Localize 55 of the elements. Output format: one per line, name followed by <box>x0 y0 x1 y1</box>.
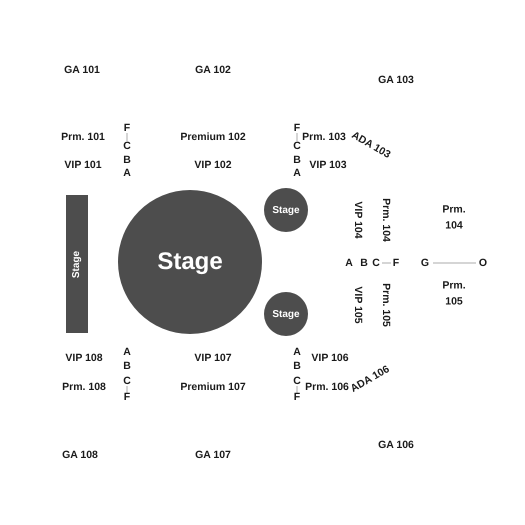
section-label: VIP 106 <box>311 352 349 364</box>
section-label: Prm. 105 <box>441 278 467 310</box>
row-letter: A <box>293 167 301 179</box>
row-letter: A <box>123 346 131 358</box>
stage-label: Stage <box>157 248 223 276</box>
section-label: GA 106 <box>378 439 414 451</box>
section-label: Premium 107 <box>180 381 246 393</box>
section-label: Prm. 105 <box>380 283 392 327</box>
stage-label: Stage <box>272 204 300 216</box>
section-label: VIP 103 <box>309 159 347 171</box>
section-label: Prm. 101 <box>61 131 105 143</box>
row-letter: F <box>294 122 300 134</box>
section-label: ADA 106 <box>348 363 392 395</box>
row-letter: C <box>123 375 131 387</box>
row-letter: F <box>294 391 300 403</box>
row-letter: C <box>123 140 131 152</box>
section-label: GA 107 <box>195 449 231 461</box>
row-letter: A <box>293 346 301 358</box>
row-letter: B <box>293 154 301 166</box>
stage-label: Stage <box>72 250 82 278</box>
stage-circle <box>264 188 308 232</box>
section-label: VIP 108 <box>65 352 103 364</box>
row-letter: O <box>478 257 488 269</box>
stage-label: Stage <box>272 308 300 320</box>
row-letter: B <box>123 154 131 166</box>
row-letter: F <box>392 257 400 269</box>
row-letter: A <box>345 257 353 269</box>
section-label: Premium 102 <box>180 131 246 143</box>
section-label: ADA 103 <box>349 129 393 161</box>
section-label: VIP 102 <box>194 159 232 171</box>
section-label: Prm. 103 <box>302 131 346 143</box>
row-letter: G <box>420 257 430 269</box>
section-label: GA 101 <box>64 64 100 76</box>
row-letter: C <box>293 140 301 152</box>
row-letter: F <box>124 122 130 134</box>
section-label: GA 102 <box>195 64 231 76</box>
section-label: Prm. 104 <box>380 198 392 242</box>
row-letter: F <box>124 391 130 403</box>
row-letter: C <box>293 375 301 387</box>
section-label: VIP 101 <box>64 159 102 171</box>
row-letter: A <box>123 167 131 179</box>
section-label: Prm. 104 <box>441 202 467 234</box>
section-label: VIP 107 <box>194 352 232 364</box>
row-letter: B <box>360 257 368 269</box>
row-letter: B <box>123 360 131 372</box>
stage-bar <box>66 195 88 333</box>
row-letter: B <box>293 360 301 372</box>
stage-circle <box>264 292 308 336</box>
row-letter: C <box>372 257 380 269</box>
section-label: GA 103 <box>378 74 414 86</box>
section-label: VIP 104 <box>352 201 364 239</box>
section-label: Prm. 108 <box>62 381 106 393</box>
section-label: GA 108 <box>62 449 98 461</box>
section-label: Prm. 106 <box>305 381 349 393</box>
section-label: VIP 105 <box>352 286 364 324</box>
